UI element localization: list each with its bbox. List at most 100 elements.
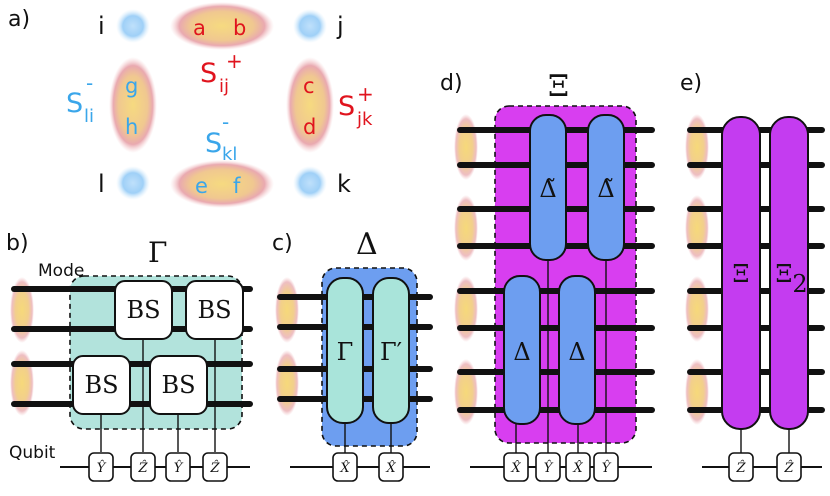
beam-splitter-gate: BS [72, 355, 131, 415]
mode-g-label: g [125, 74, 138, 98]
svg-text:BS: BS [84, 371, 118, 399]
s-jk-operator: S jk + [338, 82, 374, 130]
svg-text:Ŷ: Ŷ [97, 460, 107, 476]
mode-pair-glow [685, 276, 709, 342]
beam-splitter-gate: BS [114, 280, 173, 340]
svg-text:S: S [338, 91, 355, 122]
panel-c-label: c) [272, 231, 293, 256]
pair-ef-glow [170, 160, 274, 208]
mode-h-label: h [125, 115, 138, 139]
pair-cd-glow [286, 57, 334, 153]
mode-d-label: d [303, 115, 316, 139]
mode-f-label: f [233, 174, 241, 198]
mode-a-label: a [193, 16, 206, 40]
mode-pair-glow [685, 359, 709, 425]
mode-pair-glow [454, 114, 478, 180]
delta-gate: Δ [558, 275, 596, 425]
svg-text:Δ̃: Δ̃ [539, 175, 556, 203]
gamma-title: Γ [148, 236, 167, 269]
measurement-y-box: Ŷ [165, 452, 191, 482]
corner-dot-l [116, 166, 150, 200]
mode-b-label: b [233, 16, 246, 40]
measurement-x-box: X̂ [565, 452, 591, 482]
svg-text:Ŷ: Ŷ [174, 460, 184, 476]
mode-pair-glow [454, 359, 478, 425]
qubit-label: Qubit [9, 443, 56, 463]
xi-title: Ξ [548, 69, 569, 104]
corner-i-label: i [98, 12, 105, 40]
corner-dot-j [293, 9, 327, 43]
svg-text:Ξ: Ξ [733, 260, 750, 288]
measurement-z-box: Ẑ [728, 452, 754, 482]
measurement-y-box: Ŷ [535, 452, 561, 482]
svg-text:X̂: X̂ [385, 460, 396, 476]
svg-text:S: S [205, 128, 222, 159]
measurement-y-box: Ŷ [88, 452, 114, 482]
svg-text:2: 2 [792, 270, 807, 298]
svg-text:Ẑ: Ẑ [783, 460, 794, 476]
svg-text:Δ: Δ [513, 338, 530, 366]
corner-l-label: l [98, 170, 105, 198]
pair-gh-glow [109, 57, 157, 153]
svg-text:-: - [86, 71, 93, 95]
svg-text:+: + [226, 49, 243, 73]
s-ij-operator: S ij + [200, 49, 243, 97]
mode-pair-glow [685, 195, 709, 261]
mode-c-label: c [303, 74, 315, 98]
svg-text:X̂: X̂ [510, 460, 521, 476]
svg-text:Ξ: Ξ [776, 260, 793, 288]
corner-dot-k [293, 166, 327, 200]
mode-pair-glow [685, 114, 709, 180]
svg-text:Ŷ: Ŷ [602, 460, 612, 476]
gamma-gate: Γ [326, 277, 364, 424]
svg-text:S: S [66, 88, 83, 119]
svg-text:Ẑ: Ẑ [735, 460, 746, 476]
corner-j-label: j [336, 12, 344, 40]
svg-text:Ŷ: Ŷ [544, 460, 554, 476]
svg-text:Δ: Δ [568, 338, 585, 366]
measurement-x-box: X̂ [332, 452, 358, 482]
svg-text:kl: kl [222, 144, 237, 165]
beam-splitter-gate: BS [149, 355, 208, 415]
delta-tilde-gate: Δ̃ [529, 114, 567, 261]
panel-e-label: e) [680, 71, 702, 96]
delta-tilde-gate: Δ̃ [587, 114, 625, 261]
svg-text:BS: BS [197, 296, 231, 324]
measurement-y-box: Ŷ [593, 452, 619, 482]
measurement-z-box: Ẑ [130, 452, 156, 482]
svg-text:Γ: Γ [337, 338, 354, 366]
svg-text:X̂: X̂ [339, 460, 350, 476]
svg-text:Ẑ: Ẑ [209, 460, 220, 476]
panel-a-label: a) [8, 7, 30, 32]
svg-text:li: li [84, 106, 94, 127]
svg-text:jk: jk [356, 109, 373, 130]
mode-pair-glow [454, 195, 478, 261]
delta-gate: Δ [503, 275, 541, 425]
mode-pair-glow [275, 277, 299, 343]
svg-text:BS: BS [161, 371, 195, 399]
svg-text:-: - [222, 110, 229, 134]
svg-text:Ẑ: Ẑ [137, 460, 148, 476]
panel-b-label: b) [6, 231, 29, 256]
measurement-x-box: X̂ [503, 452, 529, 482]
svg-text:Δ̃: Δ̃ [597, 175, 614, 203]
xi-gate: Ξ [721, 116, 761, 430]
mode-pair-glow [454, 276, 478, 342]
mode-e-label: e [195, 174, 208, 198]
s-li-operator: S li - [66, 71, 94, 127]
xi2-gate: Ξ 2 [769, 116, 809, 430]
svg-text:S: S [200, 58, 217, 89]
measurement-z-box: Ẑ [202, 452, 228, 482]
corner-dot-i [116, 9, 150, 43]
mode-label: Mode [38, 261, 84, 281]
corner-k-label: k [337, 170, 351, 198]
delta-title: Δ [356, 227, 378, 262]
svg-text:BS: BS [126, 296, 160, 324]
panel-d-label: d) [440, 71, 463, 96]
s-kl-operator: S kl - [205, 110, 237, 165]
svg-text:+: + [357, 82, 374, 106]
measurement-z-box: Ẑ [776, 452, 802, 482]
pair-ab-glow [170, 2, 274, 50]
measurement-x-box: X̂ [378, 452, 404, 482]
